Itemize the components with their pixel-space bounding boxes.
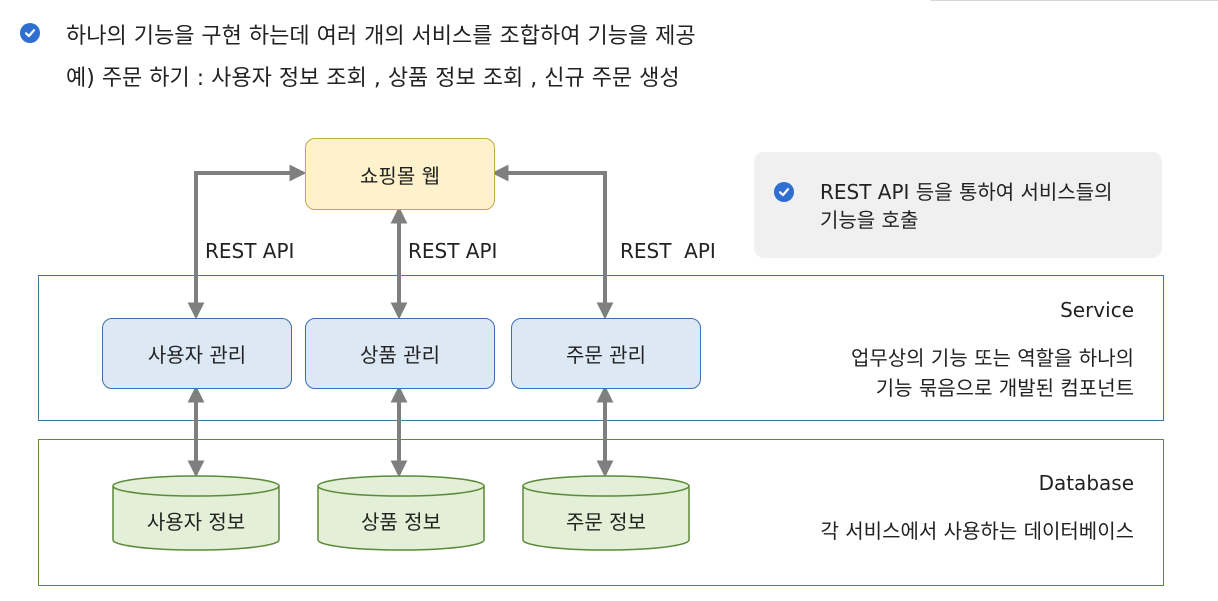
database-product-cylinder <box>317 475 485 551</box>
top-divider <box>930 0 1218 1</box>
rest-api-label-product: REST API <box>408 239 498 263</box>
connector-user-web <box>187 164 307 320</box>
shopping-mall-web-node: 쇼핑몰 웹 <box>305 138 495 210</box>
callout-box <box>754 152 1162 258</box>
callout-text: REST API 등을 통하여 서비스들의 기능을 호출 <box>820 178 1113 234</box>
database-section-desc: 각 서비스에서 사용하는 데이터베이스 <box>820 519 1134 543</box>
service-desc-line-1: 업무상의 기능 또는 역할을 하나의 <box>850 346 1134 370</box>
service-order-node: 주문 관리 <box>511 318 701 389</box>
check-icon <box>774 182 794 202</box>
header-line-1: 하나의 기능을 구현 하는데 여러 개의 서비스를 조합하여 기능을 제공 <box>66 24 696 49</box>
rest-api-label-user: REST API <box>205 239 295 263</box>
service-section-title: Service <box>1060 298 1134 322</box>
database-order-label: 주문 정보 <box>566 510 646 534</box>
check-icon <box>20 23 40 43</box>
header-line-2: 예) 주문 하기 : 사용자 정보 조회 , 상품 정보 조회 , 신규 주문 … <box>66 66 680 91</box>
callout-line-1: REST API 등을 통하여 서비스들의 <box>820 180 1113 204</box>
connector-order-web <box>491 164 614 320</box>
database-order-cylinder <box>522 475 690 551</box>
database-user-label: 사용자 정보 <box>146 510 246 534</box>
callout-line-2: 기능을 호출 <box>820 208 919 232</box>
service-desc-line-2: 기능 묶음으로 개발된 컴포넌트 <box>875 376 1134 400</box>
database-user-cylinder <box>112 475 280 551</box>
service-product-node: 상품 관리 <box>305 318 495 389</box>
rest-api-label-order: REST API <box>620 239 716 263</box>
service-section-desc: 업무상의 기능 또는 역할을 하나의 기능 묶음으로 개발된 컴포넌트 <box>851 343 1134 403</box>
service-user-node: 사용자 관리 <box>102 318 292 389</box>
database-product-label: 상품 정보 <box>361 510 441 534</box>
database-section-title: Database <box>1038 471 1134 495</box>
